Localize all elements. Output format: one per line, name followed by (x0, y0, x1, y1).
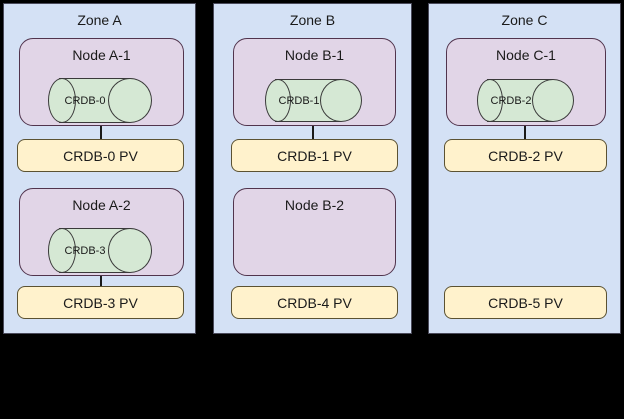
node-box-c-1[interactable]: Node C-1 CRDB-2 (446, 38, 606, 126)
pod-label-crdb-3: CRDB-3 (64, 244, 106, 257)
cylinder-right-cap (108, 78, 152, 123)
connector-a-1 (100, 126, 102, 140)
pod-cylinder-crdb-2[interactable]: CRDB-2 (477, 79, 574, 122)
zone-title-c: Zone C (501, 12, 548, 28)
node-box-a-1[interactable]: Node A-1 CRDB-0 (19, 38, 184, 126)
pod-label-crdb-1: CRDB-1 (278, 94, 320, 107)
pv-box-crdb-4[interactable]: CRDB-4 PV (231, 286, 398, 319)
pv-box-crdb-5[interactable]: CRDB-5 PV (444, 286, 607, 319)
connector-c-1 (524, 126, 526, 140)
pod-cylinder-crdb-0[interactable]: CRDB-0 (48, 78, 152, 123)
pv-box-crdb-0[interactable]: CRDB-0 PV (17, 139, 184, 172)
connector-a-2 (100, 276, 102, 288)
node-box-a-2[interactable]: Node A-2 CRDB-3 (19, 188, 184, 276)
pv-box-crdb-2[interactable]: CRDB-2 PV (444, 139, 607, 172)
pv-box-crdb-3[interactable]: CRDB-3 PV (17, 286, 184, 319)
node-label-b-1: Node B-1 (284, 47, 345, 63)
zone-panel-c[interactable]: Zone C Node C-1 CRDB-2 CRDB-2 PV CRDB-5 … (428, 3, 621, 334)
node-box-b-1[interactable]: Node B-1 CRDB-1 (233, 38, 396, 126)
cylinder-left-cap (48, 78, 76, 123)
cylinder-left-cap (48, 228, 76, 273)
zone-title-a: Zone A (77, 12, 122, 28)
pod-label-crdb-2: CRDB-2 (490, 94, 532, 107)
pod-cylinder-crdb-1[interactable]: CRDB-1 (265, 79, 362, 122)
connector-b-1 (312, 126, 314, 140)
cylinder-left-cap (477, 79, 503, 122)
zone-title-b: Zone B (289, 12, 336, 28)
pv-box-crdb-1[interactable]: CRDB-1 PV (231, 139, 398, 172)
node-box-b-2[interactable]: Node B-2 (233, 188, 396, 276)
cylinder-right-cap (320, 79, 362, 122)
zone-panel-b[interactable]: Zone B Node B-1 CRDB-1 CRDB-1 PV Node B-… (213, 3, 412, 334)
node-label-a-1: Node A-1 (72, 47, 131, 63)
cylinder-right-cap (108, 228, 152, 273)
cylinder-right-cap (532, 79, 574, 122)
node-label-b-2: Node B-2 (284, 197, 345, 213)
node-label-a-2: Node A-2 (72, 197, 131, 213)
node-label-c-1: Node C-1 (496, 47, 556, 63)
pod-label-crdb-0: CRDB-0 (64, 94, 106, 107)
cylinder-left-cap (265, 79, 291, 122)
zone-panel-a[interactable]: Zone A Node A-1 CRDB-0 CRDB-0 PV Node A-… (3, 3, 196, 334)
pod-cylinder-crdb-3[interactable]: CRDB-3 (48, 228, 152, 273)
